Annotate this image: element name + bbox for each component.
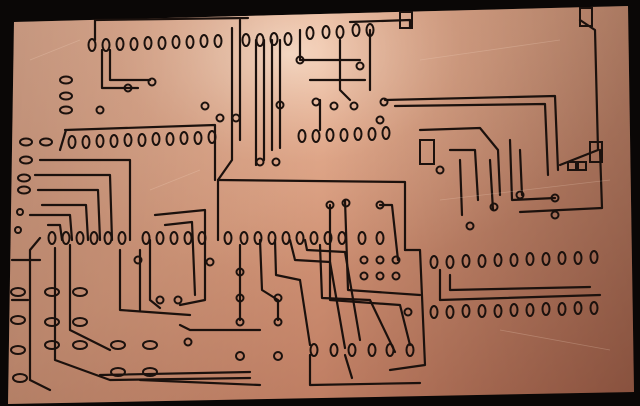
header-bottom xyxy=(309,343,415,357)
solder-pads xyxy=(10,7,603,383)
copper-traces xyxy=(10,16,604,392)
header-right-lower xyxy=(429,301,599,319)
rect-pads xyxy=(399,7,603,171)
header-right-upper xyxy=(429,250,599,269)
ic-row-upper xyxy=(67,126,391,149)
ic-row-middle xyxy=(47,231,385,245)
header-top-left xyxy=(87,23,375,52)
via-holes xyxy=(14,55,560,361)
left-connector-pads xyxy=(10,75,158,383)
copper-scratches xyxy=(29,39,611,351)
